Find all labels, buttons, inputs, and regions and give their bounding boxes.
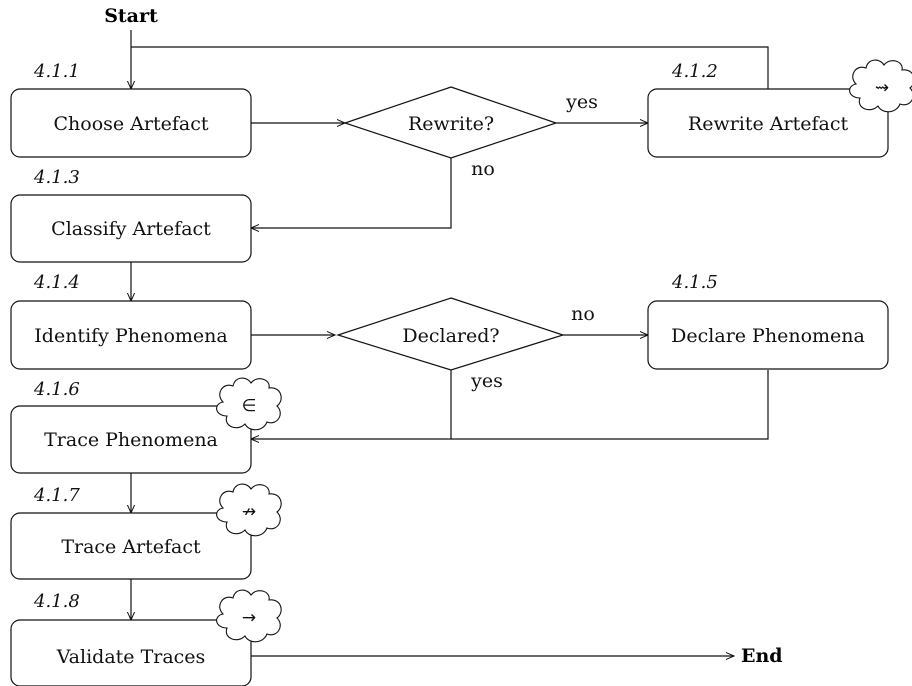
step-validate-traces: Validate Traces	[10, 619, 252, 686]
decision-declared-no-label: no	[571, 303, 595, 325]
start-label: Start	[104, 5, 158, 27]
cloud-symbol: →	[242, 608, 256, 628]
step-ref-4-1-1: 4.1.1	[33, 61, 80, 82]
step-trace-phenomena: Trace Phenomena	[10, 405, 252, 474]
step-label: Trace Artefact	[61, 536, 201, 558]
cloud-validate-traces: →	[216, 589, 282, 643]
cloud-symbol: ⇝	[875, 78, 889, 98]
cloud-rewrite-artefact: ⇝	[849, 59, 912, 113]
step-ref-4-1-5: 4.1.5	[671, 272, 718, 293]
decision-label: Declared?	[402, 325, 499, 347]
step-ref-4-1-8: 4.1.8	[33, 591, 80, 612]
step-label: Identify Phenomena	[34, 325, 227, 347]
edge-rewrite-loop	[131, 46, 769, 89]
step-choose-artefact: Choose Artefact	[10, 88, 252, 158]
step-classify-artefact: Classify Artefact	[10, 194, 252, 263]
step-declare-phenomena: Declare Phenomena	[647, 300, 889, 370]
step-ref-4-1-3: 4.1.3	[33, 167, 80, 188]
decision-declared: Declared?	[336, 297, 565, 371]
step-identify-phenomena: Identify Phenomena	[10, 300, 252, 370]
cloud-trace-phenomena: ∈	[216, 377, 282, 431]
step-label: Validate Traces	[56, 646, 206, 668]
decision-declared-yes-label: yes	[470, 370, 503, 392]
step-trace-artefact: Trace Artefact	[10, 512, 252, 580]
step-ref-4-1-2: 4.1.2	[671, 61, 718, 82]
cloud-trace-artefact: ↛	[216, 483, 282, 537]
cloud-symbol: ∈	[242, 396, 257, 416]
step-label: Choose Artefact	[53, 113, 208, 135]
step-ref-4-1-7: 4.1.7	[33, 485, 80, 506]
step-label: Declare Phenomena	[671, 325, 865, 347]
edge-decision1-no	[251, 158, 452, 228]
step-label: Trace Phenomena	[44, 429, 218, 451]
step-ref-4-1-6: 4.1.6	[33, 379, 80, 400]
decision-rewrite: Rewrite?	[343, 86, 558, 159]
end-label: End	[741, 645, 783, 667]
step-ref-4-1-4: 4.1.4	[33, 272, 80, 293]
step-label: Classify Artefact	[51, 218, 211, 240]
edge-declare-trace	[451, 370, 769, 440]
step-label: Rewrite Artefact	[688, 113, 849, 135]
decision-rewrite-yes-label: yes	[565, 91, 598, 113]
decision-label: Rewrite?	[408, 113, 494, 135]
step-rewrite-artefact: Rewrite Artefact	[647, 88, 889, 158]
edge-decision2-yes	[251, 370, 452, 439]
decision-rewrite-no-label: no	[471, 158, 495, 180]
cloud-symbol: ↛	[242, 502, 256, 522]
